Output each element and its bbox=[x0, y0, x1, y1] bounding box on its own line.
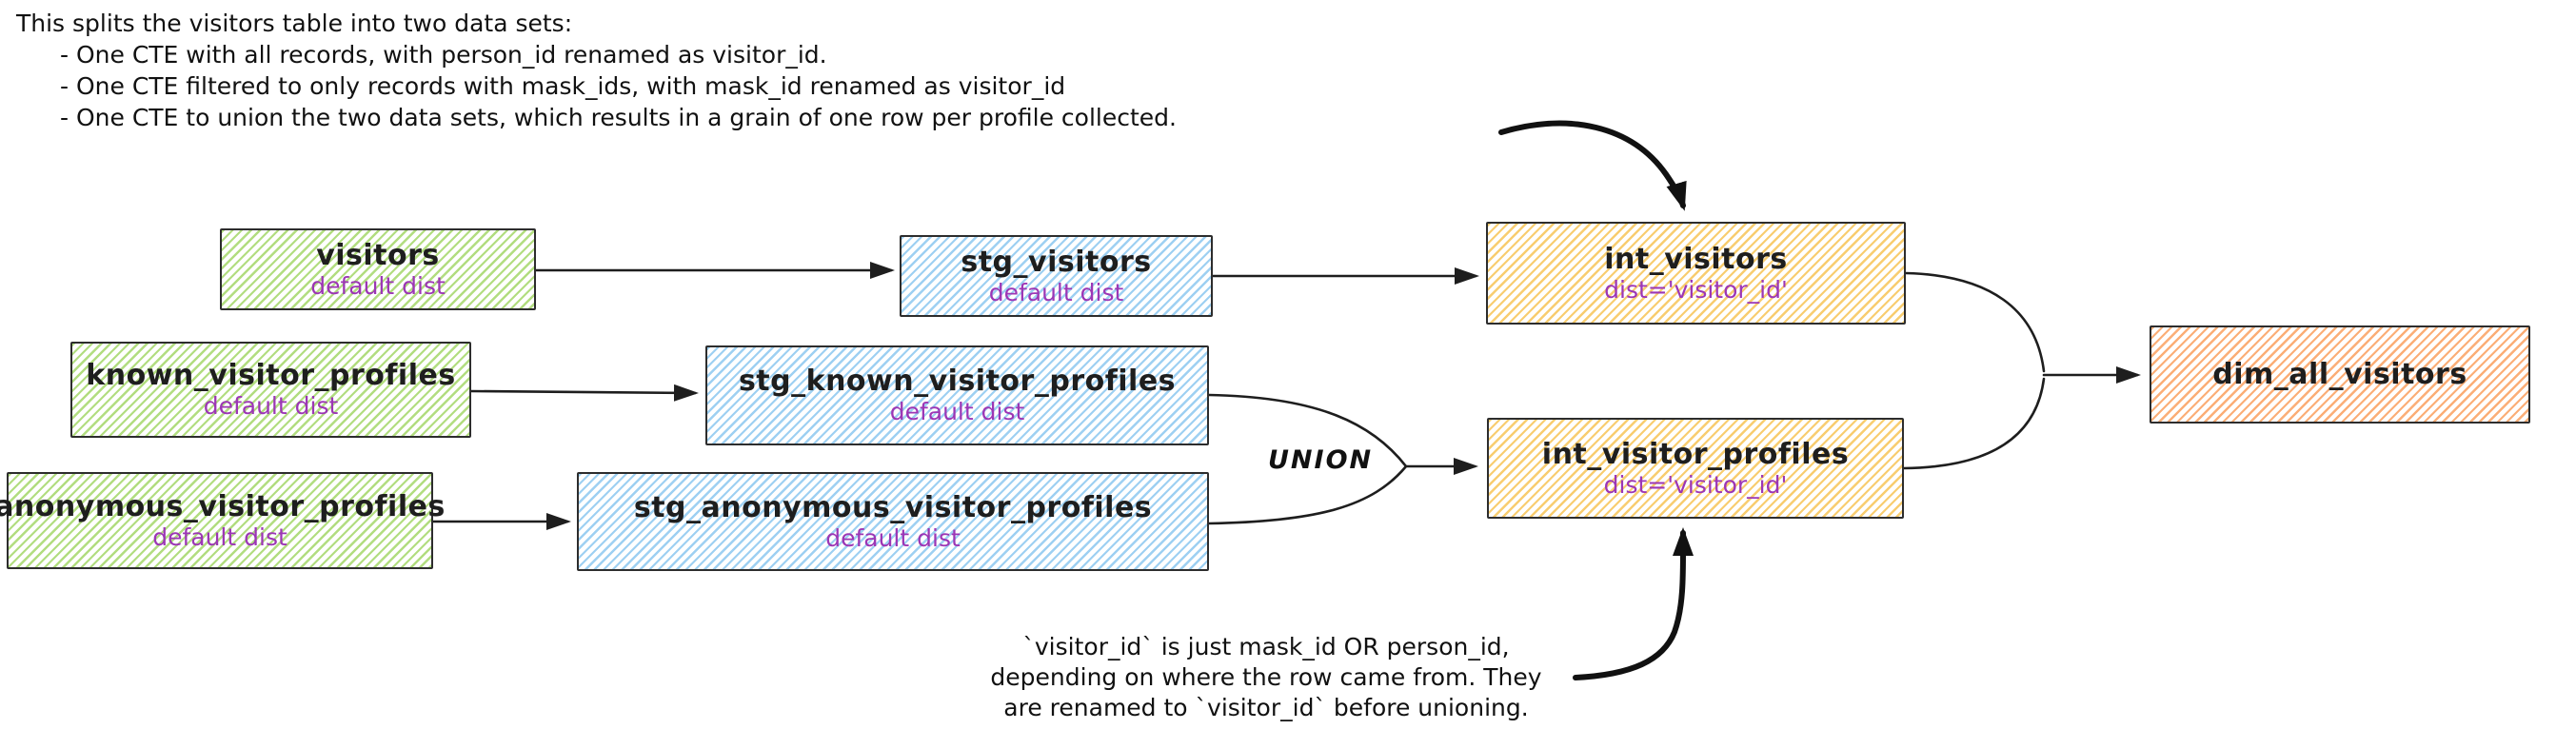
node-subtitle: dist='visitor_id' bbox=[1604, 275, 1788, 304]
annotation-top-line: - One CTE filtered to only records with … bbox=[60, 72, 1066, 100]
arrow-known-to-stg-known bbox=[469, 384, 699, 402]
annotation-arrow-bottom-to-int-visitor-profiles bbox=[1573, 527, 1694, 680]
node-stg-known-visitor-profiles: stg_known_visitor_profiles default dist bbox=[705, 345, 1209, 445]
node-subtitle: default dist bbox=[310, 271, 446, 300]
node-int-visitor-profiles: int_visitor_profiles dist='visitor_id' bbox=[1487, 418, 1904, 519]
node-title: dim_all_visitors bbox=[2212, 358, 2467, 391]
node-title: stg_anonymous_visitor_profiles bbox=[633, 490, 1153, 524]
node-subtitle: default dist bbox=[152, 522, 287, 551]
annotation-bottom-line: depending on where the row came from. Th… bbox=[990, 663, 1542, 691]
annotation-top-line: This splits the visitors table into two … bbox=[16, 10, 573, 37]
node-title: stg_visitors bbox=[961, 245, 1152, 279]
annotation-top-line: - One CTE to union the two data sets, wh… bbox=[60, 104, 1177, 131]
node-visitors: visitors default dist bbox=[220, 228, 536, 310]
node-title: int_visitor_profiles bbox=[1541, 437, 1850, 471]
node-title: anonymous_visitor_profiles bbox=[0, 489, 446, 523]
curve-int-visitor-profiles-to-merge bbox=[1902, 377, 2046, 470]
node-anonymous-visitor-profiles: anonymous_visitor_profiles default dist bbox=[0, 472, 445, 569]
curve-int-visitors-to-merge bbox=[1904, 271, 2046, 373]
node-subtitle: default dist bbox=[889, 398, 1025, 426]
node-dim-all-visitors: dim_all_visitors bbox=[2150, 325, 2530, 424]
annotation-bottom-line: are renamed to `visitor_id` before union… bbox=[1003, 694, 1529, 721]
node-title: int_visitors bbox=[1604, 242, 1788, 276]
annotation-bottom: `visitor_id` is just mask_id OR person_i… bbox=[942, 632, 1590, 723]
curve-stg-anonymous-to-union bbox=[1207, 464, 1408, 525]
node-stg-anonymous-visitor-profiles: stg_anonymous_visitor_profiles default d… bbox=[577, 472, 1209, 571]
annotation-top: This splits the visitors table into two … bbox=[16, 8, 1177, 133]
node-subtitle: default dist bbox=[825, 523, 961, 552]
node-subtitle: default dist bbox=[988, 278, 1124, 306]
annotation-bottom-line: `visitor_id` is just mask_id OR person_i… bbox=[1022, 633, 1510, 660]
node-known-visitor-profiles: known_visitor_profiles default dist bbox=[70, 342, 471, 438]
annotation-top-line: - One CTE with all records, with person_… bbox=[60, 41, 827, 69]
node-title: known_visitor_profiles bbox=[86, 359, 456, 393]
node-subtitle: dist='visitor_id' bbox=[1603, 470, 1788, 499]
node-title: stg_known_visitor_profiles bbox=[738, 365, 1177, 399]
node-int-visitors: int_visitors dist='visitor_id' bbox=[1486, 222, 1906, 325]
node-title: visitors bbox=[316, 238, 440, 272]
union-label: UNION bbox=[1268, 445, 1374, 475]
annotation-arrow-top-to-int-visitors bbox=[1498, 120, 1687, 211]
node-stg-visitors: stg_visitors default dist bbox=[900, 235, 1213, 317]
node-subtitle: default dist bbox=[203, 392, 339, 421]
